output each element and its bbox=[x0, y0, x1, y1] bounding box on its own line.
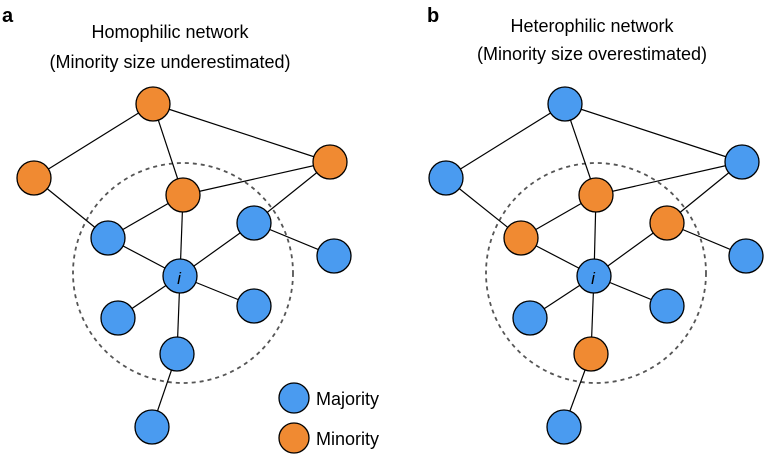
panel-a-edge bbox=[182, 161, 331, 196]
panel-b-edge bbox=[445, 103, 566, 179]
panel-a-majority-node bbox=[316, 238, 352, 274]
panel-b-majority-node bbox=[428, 160, 464, 196]
panel-b-letter: b bbox=[427, 5, 439, 27]
panel-a-edge bbox=[152, 103, 331, 163]
panel-a-minority-node bbox=[135, 86, 171, 122]
panel-a-center-label: i bbox=[177, 269, 182, 288]
panel-a-majority-node bbox=[159, 336, 195, 372]
panel-a-majority-node bbox=[100, 300, 136, 336]
panel-a-neighborhood-circle bbox=[72, 162, 294, 384]
legend-minority-swatch bbox=[278, 422, 310, 454]
panel-b-edge bbox=[595, 161, 743, 196]
panel-b-minority-node bbox=[573, 336, 609, 372]
panel-a-majority-node bbox=[162, 258, 198, 294]
panel-a-edge bbox=[33, 103, 154, 179]
legend-majority-label: Majority bbox=[316, 389, 379, 409]
legend-majority-swatch bbox=[278, 382, 310, 414]
panel-a-minority-node bbox=[312, 144, 348, 180]
panel-b-majority-node bbox=[547, 86, 583, 122]
panel-a-majority-node bbox=[236, 205, 272, 241]
panel-a-majority-node bbox=[90, 220, 126, 256]
panel-a-subtitle: (Minority size underestimated) bbox=[49, 52, 290, 72]
panel-b-majority-node bbox=[649, 288, 685, 324]
panel-b-nodes bbox=[428, 86, 764, 445]
panel-b-center-label: i bbox=[591, 269, 596, 288]
panel-b-majority-node bbox=[546, 409, 582, 445]
legend: Majority Minority bbox=[278, 382, 379, 454]
panel-b-minority-node bbox=[649, 205, 685, 241]
panel-a-title: Homophilic network bbox=[91, 22, 249, 42]
panel-b: b Heterophilic network (Minority size ov… bbox=[427, 5, 764, 445]
panel-b-minority-node bbox=[503, 220, 539, 256]
panel-b-majority-node bbox=[728, 238, 764, 274]
panel-b-subtitle: (Minority size overestimated) bbox=[477, 44, 707, 64]
panel-a-minority-node bbox=[165, 177, 201, 213]
panel-b-neighborhood-circle bbox=[485, 162, 707, 384]
panel-b-majority-node bbox=[512, 300, 548, 336]
panel-b-majority-node bbox=[576, 258, 612, 294]
panel-a-majority-node bbox=[134, 409, 170, 445]
panel-b-edge bbox=[564, 103, 743, 163]
panel-b-majority-node bbox=[724, 144, 760, 180]
panel-b-minority-node bbox=[578, 177, 614, 213]
legend-minority-label: Minority bbox=[316, 429, 379, 449]
panel-a-minority-node bbox=[16, 160, 52, 196]
panel-a-nodes bbox=[16, 86, 352, 445]
panel-b-title: Heterophilic network bbox=[510, 16, 674, 36]
panel-a-letter: a bbox=[2, 5, 14, 27]
panel-a: a Homophilic network (Minority size unde… bbox=[2, 5, 352, 445]
panel-a-majority-node bbox=[236, 288, 272, 324]
